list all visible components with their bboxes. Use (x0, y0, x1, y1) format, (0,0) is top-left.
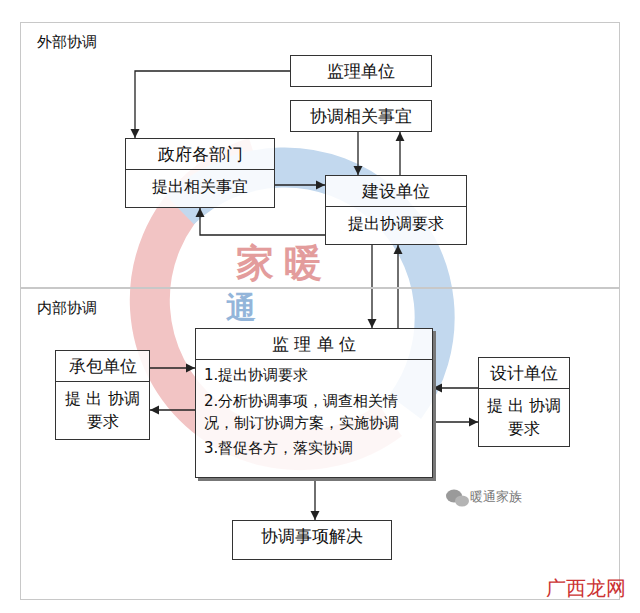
connector (135, 71, 290, 138)
connector (150, 367, 195, 368)
connector (399, 132, 400, 175)
watermark-text: 广西龙网 (546, 577, 626, 600)
process-box: 监理单位 (290, 55, 432, 87)
region-band: 内部协调承包单位提 出 协调要求监 理 单 位1.提出协调要求2.分析协调事项，… (20, 288, 620, 600)
process-box: 政府各部门提出相关事宜 (125, 138, 275, 208)
connector (371, 245, 372, 328)
box-heading: 协调相关事宜 (291, 101, 431, 131)
watermark-text: 通 (226, 291, 256, 326)
watermark-text: 家 (236, 242, 274, 286)
box-heading: 政府各部门 (126, 139, 274, 170)
connector (357, 132, 358, 175)
box-heading: 建设单位 (326, 176, 466, 207)
box-heading: 监 理 单 位 (196, 329, 432, 360)
process-box: 设计单位提 出 协调要求 (478, 357, 570, 447)
region-heading: 内部协调 (37, 299, 97, 318)
logo-text: 暖通家族 (470, 490, 522, 505)
connector (314, 478, 315, 520)
wechat-icon (446, 490, 469, 507)
region-heading: 外部协调 (37, 33, 97, 52)
process-box: 建设单位提出协调要求 (325, 175, 467, 245)
box-heading: 监理单位 (291, 56, 431, 86)
connector (275, 184, 325, 185)
process-box: 协调相关事宜 (290, 100, 432, 132)
box-heading: 设计单位 (479, 358, 569, 389)
box-body: 提出协调要求 (326, 207, 466, 240)
box-body: 2.分析协调事项，调查相关情况，制订协调方案，实施协调 (196, 389, 432, 437)
box-body: 提 出 协调要求 (479, 389, 569, 445)
box-body: 提 出 协调要求 (56, 382, 149, 438)
watermark-text: 暖 (284, 242, 322, 286)
process-box: 承包单位提 出 协调要求 (55, 350, 150, 440)
connector (397, 245, 398, 328)
connector (433, 421, 478, 422)
connector (433, 387, 478, 388)
connector (150, 409, 195, 410)
process-box: 协调事项解决 (232, 520, 392, 560)
box-body: 3.督促各方，落实协调 (196, 436, 432, 462)
box-heading: 承包单位 (56, 351, 149, 382)
process-box: 监 理 单 位1.提出协调要求2.分析协调事项，调查相关情况，制订协调方案，实施… (195, 328, 433, 478)
connector (200, 208, 325, 235)
box-body: 提出相关事宜 (126, 170, 274, 203)
box-heading: 协调事项解决 (233, 521, 391, 551)
box-body: 1.提出协调要求 (196, 360, 432, 389)
